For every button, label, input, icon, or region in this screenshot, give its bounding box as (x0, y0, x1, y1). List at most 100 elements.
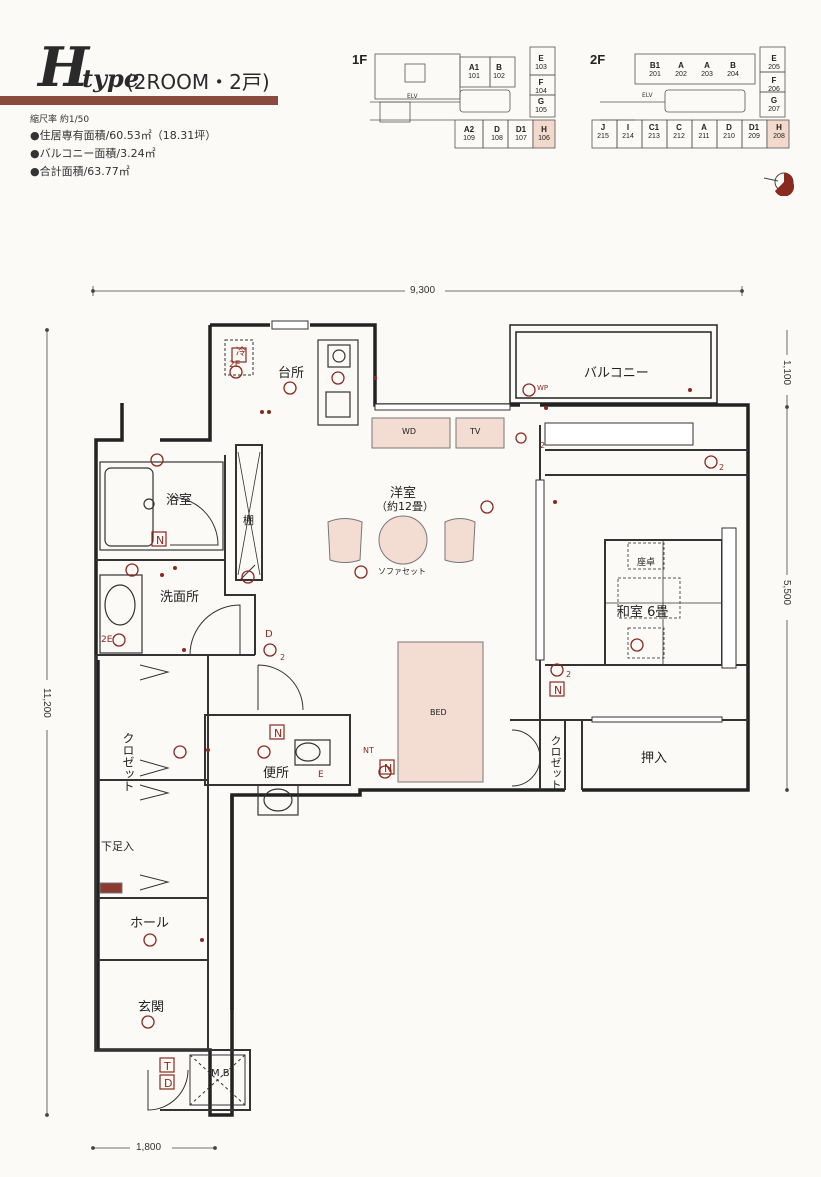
tatami-lines (605, 540, 722, 665)
key-plan-2f-label: 2F (590, 52, 606, 67)
outlet-dots (160, 376, 692, 942)
kitchen-label: 台所 (278, 366, 305, 381)
shoe-box-label: 下足入 (101, 840, 134, 853)
wash-basin (99, 574, 143, 654)
low-table-label: 座卓 (637, 558, 656, 568)
bed-label: BED (430, 708, 447, 717)
refrigerator-label: 冷 (236, 347, 246, 358)
inner-walls (95, 425, 748, 1111)
hall-label: ホール (130, 916, 170, 931)
sofa-set-label: ソファセット (378, 567, 426, 576)
n-marker-bed: N (384, 762, 392, 775)
e2-marker-kitchen: 2E (229, 360, 241, 370)
nt-label: NT (363, 746, 374, 755)
dimension-lines (45, 286, 789, 1150)
balcony-area-spec: ●バルコニー面積/3.24㎡ (30, 147, 156, 160)
closet-doors (139, 564, 256, 891)
electrical-symbols (112, 365, 718, 1029)
dim-bottom-width: 1,800 (136, 1142, 162, 1153)
washroom-label: 洗面所 (160, 590, 200, 605)
d-marker-hall: D (265, 629, 273, 640)
door-swings (147, 496, 541, 1111)
title-underline-bar (0, 96, 278, 105)
mb-box (189, 1054, 246, 1106)
total-area-spec: ●合計面積/63.77㎡ (30, 165, 130, 178)
wp-label: WP (537, 384, 549, 392)
wd-label: WD (402, 427, 417, 436)
outer-walls (94, 323, 750, 1117)
key-plan-1f-label: 1F (352, 52, 368, 67)
t-marker: T (163, 1060, 171, 1073)
balcony-label: バルコニー (584, 366, 649, 381)
two-marker-living: 2 (540, 441, 545, 450)
compass-icon (763, 172, 795, 196)
western-room-label: 洋室 (390, 486, 417, 501)
balcony-outline (509, 324, 718, 404)
n-marker-japanese-room: N (554, 684, 562, 697)
living-area-spec: ●住居専有面積/60.53㎡（18.31坪） (30, 129, 217, 142)
n-marker-bath: N (156, 534, 164, 547)
key-plan-1f-elv: ELV (407, 93, 418, 100)
shelf-hatch (237, 451, 261, 576)
scale-note: 縮尺率 約1/50 (30, 115, 90, 125)
n-marker-boxes (151, 347, 565, 1090)
key-plan-1f: ELV (370, 46, 556, 149)
windows (271, 320, 737, 723)
closet-label: クロゼット (121, 732, 135, 792)
two-marker-hall: 2 (280, 653, 285, 662)
shelf-label: 棚 (243, 514, 254, 527)
furniture (99, 417, 681, 894)
mb-label: M B (211, 1068, 230, 1079)
kitchen-counter (317, 339, 359, 426)
dim-right-section: 5,500 (781, 580, 792, 606)
two-marker-japanese: 2 (719, 463, 724, 472)
bath-label: 浴室 (166, 493, 193, 508)
dim-width-total: 9,300 (410, 285, 436, 296)
refrigerator-outline (224, 339, 254, 376)
tv-label: TV (470, 427, 481, 436)
dim-balcony-depth: 1,100 (781, 360, 792, 386)
key-plan-2f: ELV (591, 46, 790, 149)
two-marker-closet: 2 (566, 670, 571, 679)
entrance-label: 玄関 (138, 1000, 165, 1015)
toilet-label: 便所 (263, 766, 290, 781)
oshiire-label: 押入 (641, 751, 668, 766)
e-marker-toilet: E (318, 770, 324, 780)
n-marker-toilet: N (274, 727, 282, 740)
japanese-room-label: 和室 6畳 (617, 605, 669, 620)
bath-tub (99, 461, 224, 551)
plan-type-letter: H (38, 35, 90, 99)
dim-height-total: 11,200 (41, 688, 52, 718)
plan-subtitle: (2ROOM・2戸) (126, 70, 270, 94)
western-room-size: （約12畳） (376, 500, 434, 513)
plan-type-word: type (82, 64, 140, 93)
e2-marker-washroom: 2E (101, 635, 113, 645)
d-marker-entrance: D (164, 1077, 172, 1090)
small-closet-label: クロゼット (549, 735, 562, 790)
